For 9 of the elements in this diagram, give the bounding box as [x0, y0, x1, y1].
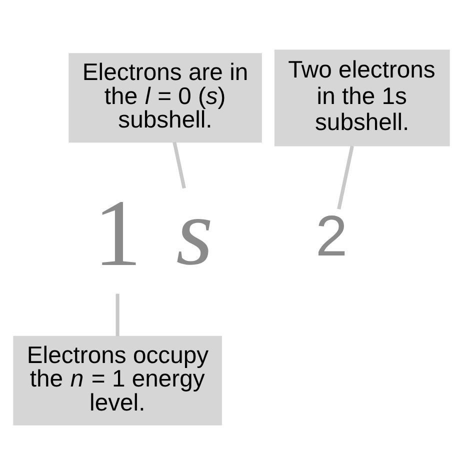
node-box: Electrons are in the l = 0 (s) subshell. — [68, 52, 262, 142]
node-text: 2 — [315, 204, 347, 268]
node-text: 1 — [93, 179, 141, 286]
node-text: s — [176, 178, 213, 284]
node-box: Electrons occupy the n = 1 energy level. — [12, 335, 222, 425]
connector — [115, 293, 119, 336]
connector — [172, 141, 186, 188]
connector — [336, 145, 354, 210]
node-box: Two electrons in the 1s subshell. — [274, 49, 450, 146]
